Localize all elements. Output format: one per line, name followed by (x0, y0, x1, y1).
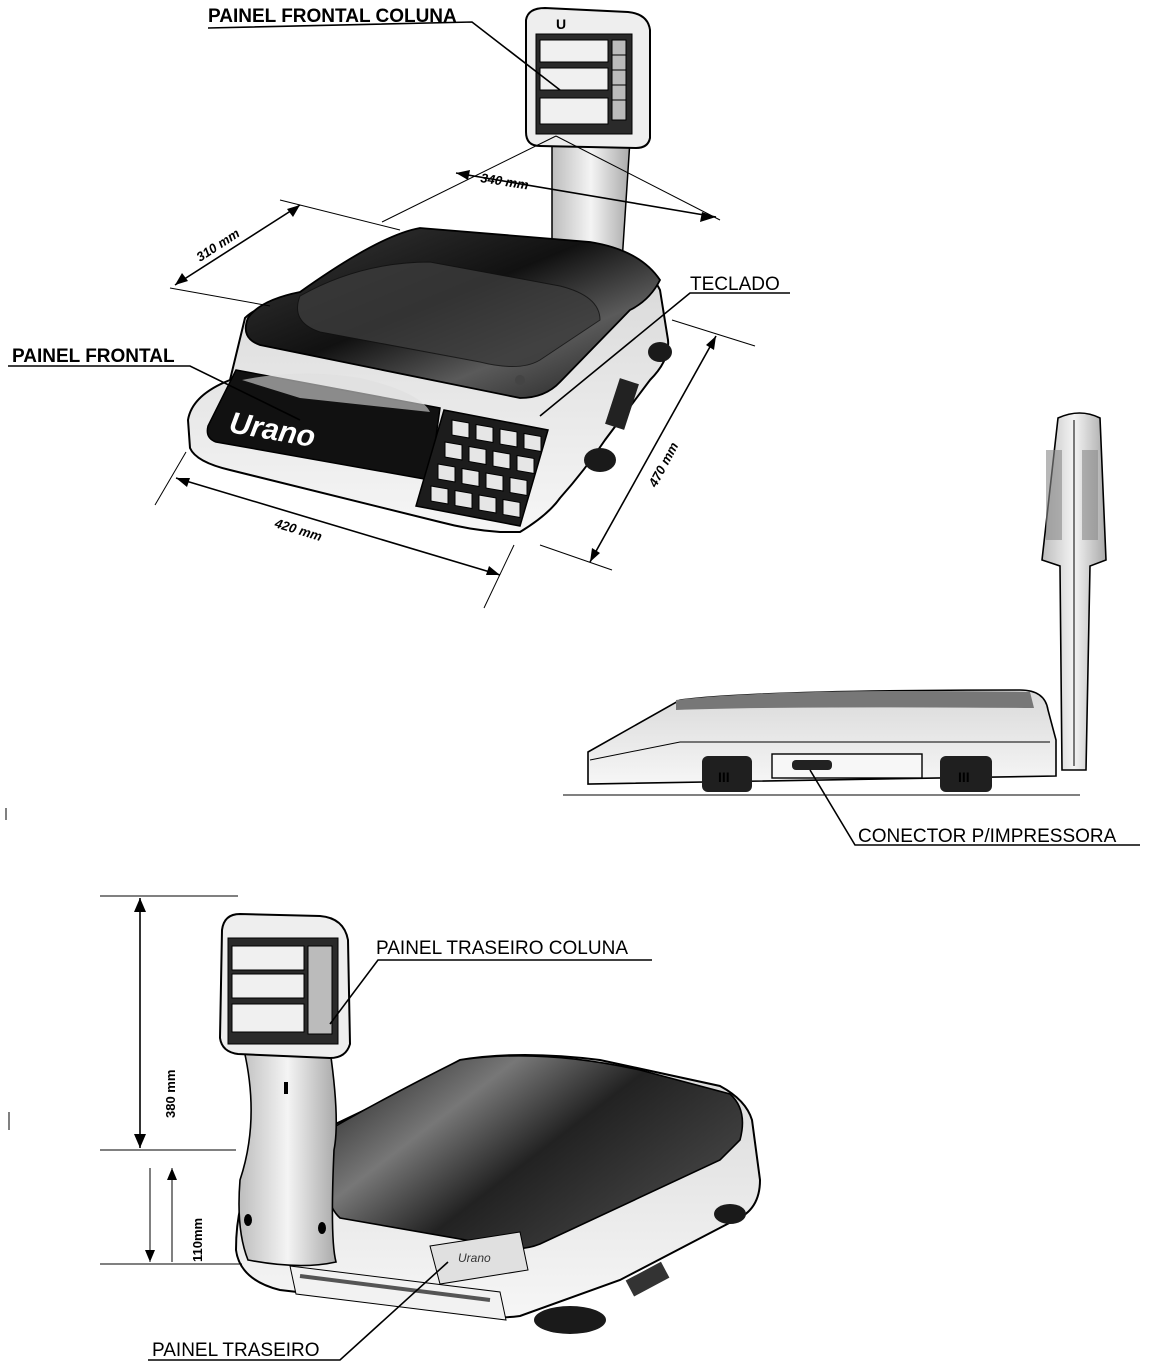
rear-view: Urano (100, 895, 762, 1361)
front-panel: Urano (206, 369, 441, 481)
side-view: III III CONECTOR P/IMPRESSORA (563, 412, 1140, 847)
dim-310: 310 mm (193, 225, 242, 264)
rear-dimension-lines (100, 895, 242, 1265)
keyboard-key (502, 498, 521, 519)
svg-text:Urano: Urano (458, 1251, 491, 1265)
keyboard-key (509, 476, 528, 497)
keyboard-key (516, 454, 535, 475)
front-view: U Urano (8, 6, 790, 609)
keyboard-key (454, 489, 473, 510)
keyboard-key (437, 463, 456, 483)
dim-470: 470 mm (645, 439, 682, 490)
rear-panel: Urano (289, 1231, 529, 1321)
label-painel-traseiro-coluna: PAINEL TRASEIRO COLUNA (376, 938, 628, 959)
keyboard-key (485, 472, 504, 492)
label-conector-impressora: CONECTOR P/IMPRESSORA (858, 826, 1117, 847)
keyboard-key (478, 494, 497, 514)
label-painel-frontal-coluna: PAINEL FRONTAL COLUNA (208, 6, 457, 27)
keyboard-key (444, 441, 463, 461)
rear-column-display-head (218, 912, 352, 1060)
display-logo: U (556, 16, 566, 32)
keyboard (415, 409, 549, 527)
label-painel-frontal: PAINEL FRONTAL (12, 346, 175, 367)
keyboard-key (451, 419, 470, 439)
keyboard-key (475, 423, 494, 444)
keyboard-key (492, 450, 511, 470)
keyboard-key (499, 428, 518, 448)
dim-380: 380 mm (163, 1070, 178, 1118)
keyboard-key (468, 445, 487, 466)
svg-text:III: III (718, 769, 730, 785)
label-teclado: TECLADO (690, 274, 780, 295)
dim-110: 110mm (190, 1218, 205, 1262)
keyboard-key (461, 467, 480, 488)
column-display-head: U (525, 6, 651, 150)
svg-text:III: III (958, 769, 970, 785)
keyboard-key (430, 485, 449, 505)
label-painel-traseiro: PAINEL TRASEIRO (152, 1340, 320, 1361)
keyboard-key (523, 432, 542, 453)
dimension-lines (154, 135, 756, 609)
dim-340: 340 mm (480, 170, 531, 192)
